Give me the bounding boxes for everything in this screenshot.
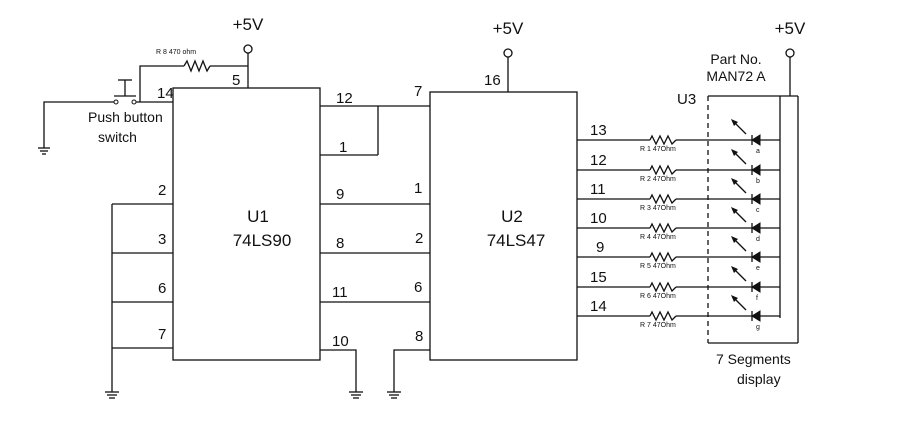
- led-icon: [751, 193, 761, 205]
- switch-label-line1: Push button: [88, 109, 163, 125]
- segment-row-f: R 6 47Ohm f: [577, 266, 780, 302]
- u1-pin-8: 8: [336, 235, 344, 252]
- display-power-terminal: [785, 48, 795, 58]
- u1-part: 74LS90: [233, 231, 292, 250]
- u2-pin-15: 15: [590, 269, 607, 286]
- u1-left-ground-icon: [105, 391, 119, 399]
- r8-resistor: [183, 59, 211, 73]
- u2-pin-10: 10: [590, 210, 607, 227]
- u2-part: 74LS47: [487, 231, 546, 250]
- segment-label: e: [756, 265, 760, 272]
- segment-label: f: [756, 295, 758, 302]
- u2-pin-12: 12: [590, 152, 607, 169]
- led-icon: [751, 222, 761, 234]
- led-icon: [751, 134, 761, 146]
- u1-pin-2: 2: [158, 182, 166, 199]
- resistor-r2: [649, 164, 677, 176]
- display-caption-line2: display: [737, 371, 781, 387]
- display-part-line1: Part No.: [710, 51, 761, 67]
- u1-pin-11: 11: [332, 284, 348, 301]
- segment-row-a: R 1 47Ohm a: [577, 119, 780, 155]
- u2-pin-2: 2: [415, 230, 423, 247]
- segment-row-d: R 4 47Ohm d: [577, 207, 780, 243]
- segment-label: c: [756, 207, 760, 214]
- u1-pin10-ground-icon: [349, 391, 363, 399]
- display-part-line2: MAN72 A: [706, 68, 766, 84]
- u1-pin-7: 7: [158, 326, 166, 343]
- resistor-label: R 4 47Ohm: [640, 234, 676, 241]
- u2-pin8-ground-icon: [387, 391, 401, 399]
- u2-ref: U2: [501, 207, 523, 226]
- u1-power-terminal: [243, 44, 253, 54]
- u1-ref: U1: [247, 207, 269, 226]
- resistor-r7: [649, 310, 677, 322]
- u1-pin-5: 5: [232, 72, 240, 89]
- u2-pin-7: 7: [414, 83, 422, 100]
- display-power-label: +5V: [775, 19, 806, 38]
- display-caption-line1: 7 Segments: [716, 351, 791, 367]
- u1-chip-body: [172, 87, 321, 361]
- switch-label-line2: switch: [98, 129, 137, 145]
- u1-power-label: +5V: [233, 15, 264, 34]
- resistor-label: R 7 47Ohm: [640, 322, 676, 329]
- segment-label: b: [756, 178, 760, 185]
- r8-label: R 8 470 ohm: [156, 49, 196, 56]
- resistor-r5: [649, 251, 677, 263]
- u1-pin-12: 12: [336, 90, 353, 107]
- u2-power-label: +5V: [493, 19, 524, 38]
- segment-driver-rows: R 1 47Ohm a R 2 47Ohm b R 3 47Ohm c R 4 47Ohm d…: [577, 119, 780, 331]
- u1-pin-9: 9: [336, 186, 344, 203]
- segment-row-e: R 5 47Ohm e: [577, 236, 780, 272]
- u2-pin-1: 1: [414, 180, 422, 197]
- segment-label: g: [756, 324, 760, 331]
- u1-pin-6: 6: [158, 280, 166, 297]
- u2-pin-16: 16: [484, 72, 501, 89]
- resistor-r3: [649, 193, 677, 205]
- resistor-label: R 6 47Ohm: [640, 293, 676, 300]
- u2-pin-11: 11: [590, 181, 606, 198]
- resistor-label: R 3 47Ohm: [640, 205, 676, 212]
- segment-label: d: [756, 236, 760, 243]
- resistor-label: R 1 47Ohm: [640, 146, 676, 153]
- led-icon: [751, 251, 761, 263]
- segment-row-b: R 2 47Ohm b: [577, 149, 780, 185]
- led-icon: [751, 310, 761, 322]
- u1-pin-3: 3: [158, 231, 166, 248]
- segment-row-c: R 3 47Ohm c: [577, 178, 780, 214]
- u2-pin-6: 6: [414, 279, 422, 296]
- resistor-r6: [649, 281, 677, 293]
- u2-chip-body: [429, 91, 578, 361]
- display-ref: U3: [677, 91, 696, 108]
- segment-row-g: R 7 47Ohm g: [577, 295, 780, 331]
- u1-pin-10: 10: [332, 333, 349, 350]
- led-icon: [751, 281, 761, 293]
- resistor-label: R 5 47Ohm: [640, 263, 676, 270]
- segment-label: a: [756, 148, 760, 155]
- resistor-r1: [649, 134, 677, 146]
- u1-pin-1: 1: [339, 139, 347, 156]
- u2-pin-9: 9: [596, 239, 604, 256]
- u2-pin-8: 8: [415, 328, 423, 345]
- u2-pin-13: 13: [590, 122, 607, 139]
- resistor-r4: [649, 222, 677, 234]
- resistor-label: R 2 47Ohm: [640, 176, 676, 183]
- led-icon: [751, 164, 761, 176]
- u2-pin-14: 14: [590, 298, 607, 315]
- u2-power-terminal: [503, 48, 513, 58]
- u1-pin-14: 14: [157, 85, 174, 102]
